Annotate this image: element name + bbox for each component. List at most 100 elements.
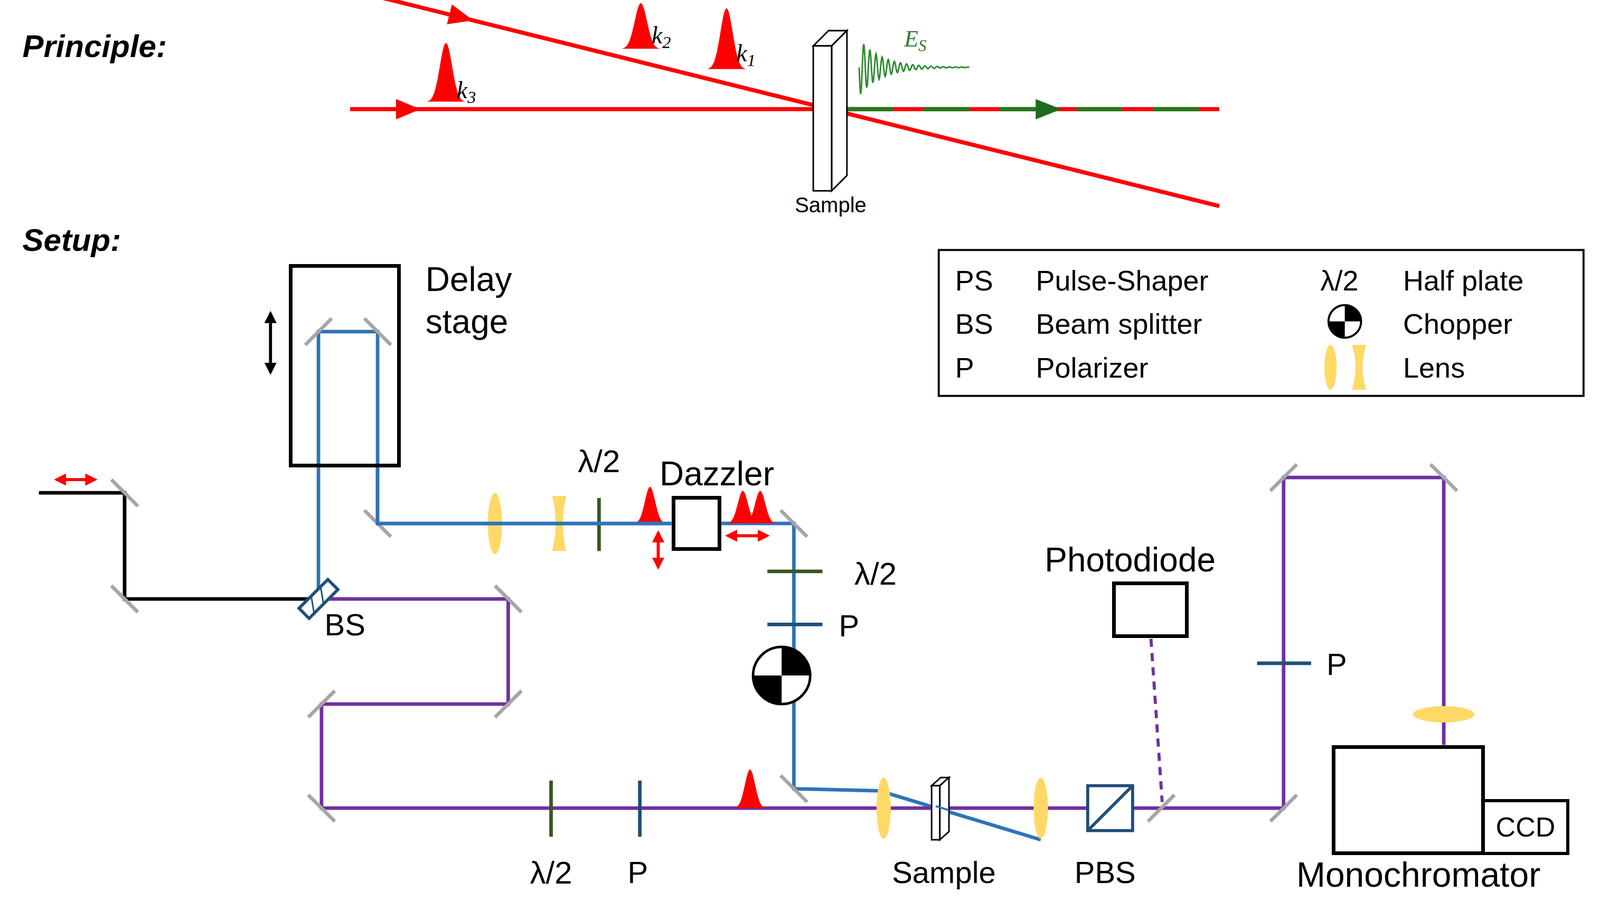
mirror [1147,794,1175,822]
photodiode-box: Photodiode [1112,581,1189,638]
input-beam [39,492,312,599]
signal-arrow [1035,98,1061,120]
mirror [494,585,522,613]
box-label: Delay stage [425,258,543,343]
legend-abbreviation: BS [955,307,994,341]
legend-abbreviation: P [955,351,975,384]
delay-stage-box: Delay stage [288,264,402,468]
chopper-symbol [1328,305,1362,338]
polarizer [1257,661,1312,665]
sample-label: Sample [891,854,996,891]
shaper-arrow [656,532,661,568]
half-wave-plate [549,780,553,837]
polarizing-beam-splitter [1087,785,1133,831]
box-label: Monochromator [1296,857,1541,892]
legend-entry: Half plate [1403,264,1524,297]
component-label: P [838,607,860,644]
lens [487,492,1475,839]
pump-beam [318,331,378,592]
component-label: P [627,854,648,891]
lens [1413,706,1475,723]
laser-pulse [633,486,667,524]
legend-frame [938,249,1584,396]
pump-beam [721,523,1041,840]
mirror [1270,464,1297,491]
sample-slab [813,45,832,191]
legend-entry: Chopper [1403,307,1513,341]
monochromator-box: Monochromator [1331,745,1485,856]
component-label: λ/2 [577,443,620,480]
lens-symbol [1324,344,1337,390]
sample-slab [931,777,949,840]
sample-slab [931,785,940,840]
beam-splitter [313,586,332,605]
component-label: PBS [1074,854,1136,891]
laser-pulse [733,769,767,808]
stage-arrow [56,477,96,482]
wavevector-label: k1 [736,39,756,71]
half-wave-plate [767,569,823,574]
mirror [308,690,335,718]
principle-beams [350,0,1220,206]
lens [1033,777,1048,839]
lens-symbol [1324,344,1367,390]
section-heading: Principle: [22,27,167,64]
mirror [111,479,138,506]
mirror [780,510,807,537]
pump-beam [935,805,949,811]
mirror [1270,794,1297,822]
polarizer [767,622,823,627]
probe-beam [321,477,1444,808]
lens [876,777,891,839]
photodiode-link [1151,638,1163,802]
box-label: CCD [1495,813,1556,841]
mirror [780,775,807,802]
legend-entry: Lens [1403,351,1465,384]
polarizing-beam-splitter [1087,785,1133,831]
beam-connector [377,467,672,524]
polarizer [637,780,642,837]
chopper [781,646,811,676]
sample-slab [813,30,847,191]
polarizer [640,624,1312,837]
beam-arrow [396,98,421,120]
signal-beam [846,107,1220,112]
component-label: BS [324,606,365,643]
beam-arrow [446,4,476,31]
lens-symbol [1351,344,1367,390]
mirror [1430,464,1457,491]
component-label: λ/2 [854,555,897,592]
legend-entry: Pulse-Shaper [1035,264,1209,297]
legend-entry: Polarizer [1035,351,1148,384]
mirror [494,690,522,718]
legend-entry: Beam splitter [1035,307,1202,341]
pulse-shaper-box: Dazzler [671,495,722,551]
mirror [111,585,138,613]
chopper [753,675,782,704]
chopper-symbol [1328,321,1345,338]
component-label: λ/2 [529,854,572,891]
chopper [753,646,811,704]
principle-beams [382,0,1220,206]
chopper-symbol [1344,305,1362,322]
legend-text: Polarizer [1035,351,1148,384]
legend-text: Chopper [1403,307,1513,340]
legend-text: Pulse-Shaper [1035,264,1209,297]
ccd-box: CCD [1481,798,1570,855]
beam-splitter [304,596,322,614]
legend-text: Half plate [1403,264,1524,297]
shaper-arrow [727,533,768,538]
box-label: Dazzler [659,456,775,491]
legend-abbreviation: PS [955,264,994,297]
legend-text: Beam splitter [1035,307,1202,340]
signal-label: ES [904,25,927,56]
laser-pulse [744,490,777,523]
component-label: P [1326,646,1348,683]
box-label: Photodiode [1044,542,1216,577]
sample-label: Sample [794,192,867,218]
principle-beams [836,107,1220,112]
laser-pulse [633,486,777,808]
legend-abbreviation: λ/2 [1320,264,1359,297]
delay-arrow [268,313,272,373]
legend-text: Lens [1403,351,1465,384]
